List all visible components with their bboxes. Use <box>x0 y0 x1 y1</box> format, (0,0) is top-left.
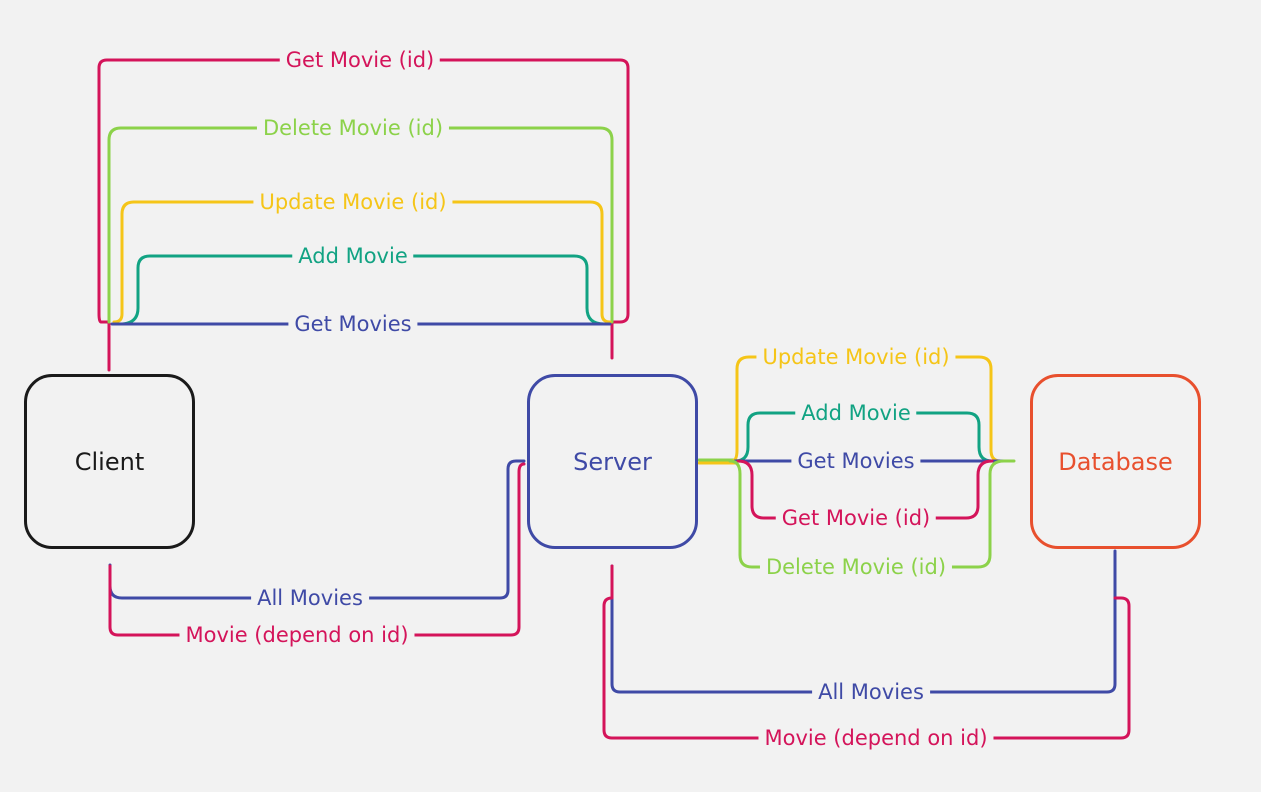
edge-label-db-all-movies: All Movies <box>812 679 930 705</box>
edge-label-db-add-movie: Add Movie <box>795 400 917 426</box>
edge-client-server-delete-movie-id <box>107 126 614 324</box>
database-node: Database <box>1030 374 1201 549</box>
edge-label-db-delete-movie-id: Delete Movie (id) <box>759 554 953 580</box>
edge-label-db-update-movie-id: Update Movie (id) <box>756 344 956 370</box>
edge-label-db-movie-depend-on-id: Movie (depend on id) <box>758 725 994 751</box>
edge-label-get-movies: Get Movies <box>288 311 418 337</box>
server-node-label: Server <box>573 447 652 476</box>
edge-label-movie-depend-on-id: Movie (depend on id) <box>179 622 415 648</box>
edge-label-all-movies: All Movies <box>251 585 369 611</box>
database-node-label: Database <box>1058 447 1173 476</box>
edge-server-client-movie-depend-on-id <box>108 462 526 637</box>
client-node: Client <box>24 374 195 549</box>
server-node: Server <box>527 374 698 549</box>
edge-server-database-delete-movie-id <box>728 459 1016 569</box>
client-node-label: Client <box>74 447 145 476</box>
edge-label-db-get-movies: Get Movies <box>791 448 921 474</box>
edge-label-add-movie: Add Movie <box>292 243 414 269</box>
edge-label-delete-movie-id: Delete Movie (id) <box>256 115 450 141</box>
edge-label-get-movie-id: Get Movie (id) <box>279 47 441 73</box>
edge-label-db-get-movie-id: Get Movie (id) <box>775 505 937 531</box>
edge-label-update-movie-id: Update Movie (id) <box>253 189 453 215</box>
edge-server-client-all-movies <box>108 459 526 600</box>
